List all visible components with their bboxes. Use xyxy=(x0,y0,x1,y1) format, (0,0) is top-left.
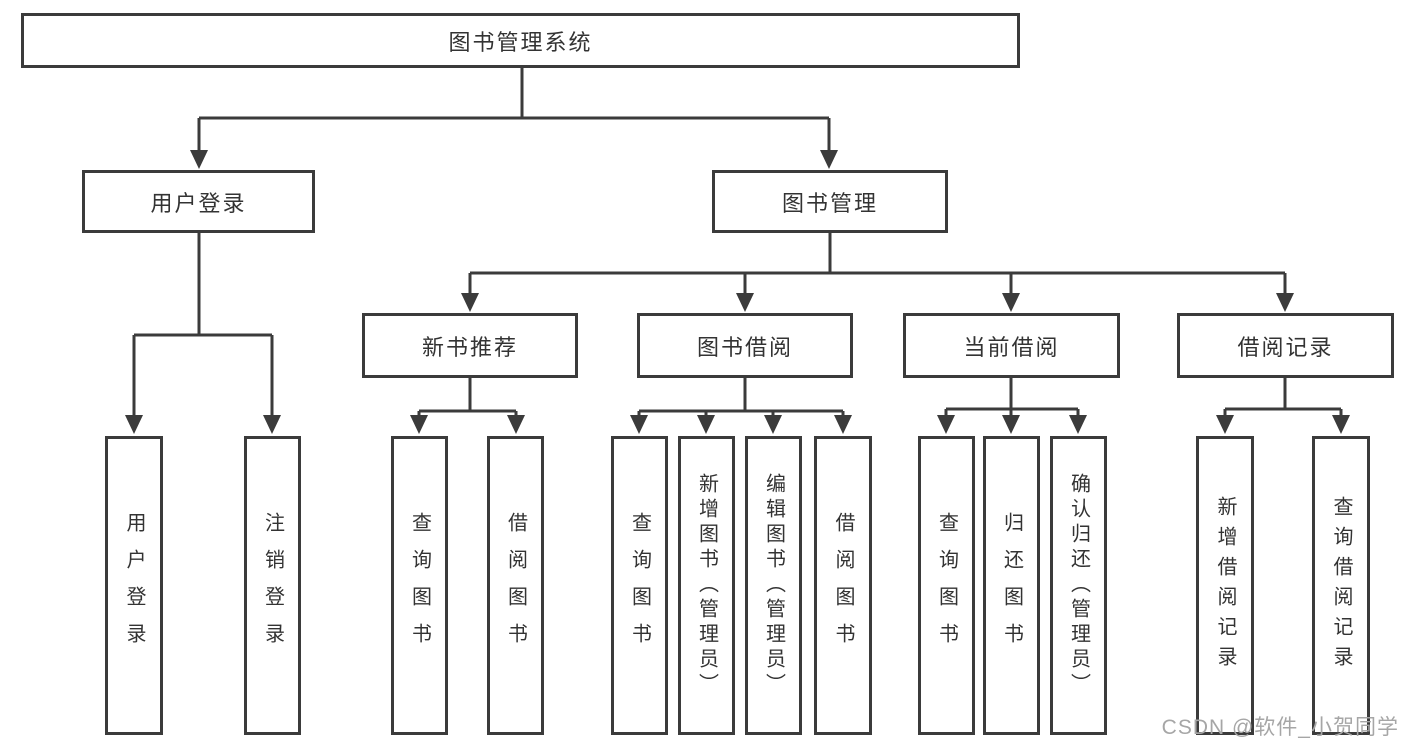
node-label: 编辑图书（管理员） xyxy=(762,473,785,698)
node-label: 用户登录 xyxy=(150,190,247,216)
node-leaf-logout: 注销登录 xyxy=(244,436,301,735)
node-label: 图书管理系统 xyxy=(448,29,593,55)
node-leaf-borrow-books: 借阅图书 xyxy=(814,436,872,735)
node-label: 新增图书（管理员） xyxy=(695,473,718,698)
node-label: 当前借阅 xyxy=(963,334,1060,360)
node-leaf-query-books-recommend: 查询图书 xyxy=(391,436,448,735)
node-l1-book-management: 图书管理 xyxy=(712,170,948,233)
node-leaf-borrow-books-recommend: 借阅图书 xyxy=(487,436,544,735)
node-label: 查询借阅记录 xyxy=(1330,495,1352,676)
node-leaf-user-login: 用户登录 xyxy=(105,436,163,735)
node-leaf-edit-book-admin: 编辑图书（管理员） xyxy=(745,436,802,735)
node-label: 图书借阅 xyxy=(696,334,793,360)
node-label: 借阅图书 xyxy=(832,511,854,660)
node-l1-user-login: 用户登录 xyxy=(82,170,315,233)
node-l2-current-borrow: 当前借阅 xyxy=(903,313,1120,378)
node-label: 新增借阅记录 xyxy=(1214,495,1236,676)
node-l2-borrow-records: 借阅记录 xyxy=(1177,313,1394,378)
node-leaf-query-books-current: 查询图书 xyxy=(918,436,975,735)
node-label: 查询图书 xyxy=(935,511,958,660)
node-label: 借阅图书 xyxy=(504,511,527,660)
node-label: 借阅记录 xyxy=(1237,334,1334,360)
node-label: 归还图书 xyxy=(1000,511,1023,660)
node-leaf-return-book: 归还图书 xyxy=(983,436,1040,735)
node-l2-book-borrow: 图书借阅 xyxy=(637,313,853,378)
node-leaf-query-borrow-record: 查询借阅记录 xyxy=(1312,436,1370,735)
node-label: 确认归还（管理员） xyxy=(1067,473,1090,698)
node-leaf-add-borrow-record: 新增借阅记录 xyxy=(1196,436,1254,735)
node-leaf-query-books-borrow: 查询图书 xyxy=(611,436,668,735)
node-label: 查询图书 xyxy=(408,511,431,660)
node-label: 图书管理 xyxy=(781,190,878,216)
node-label: 用户登录 xyxy=(123,511,145,660)
node-label: 查询图书 xyxy=(628,511,651,660)
node-leaf-add-book-admin: 新增图书（管理员） xyxy=(678,436,735,735)
node-l2-new-book-recommend: 新书推荐 xyxy=(362,313,578,378)
node-leaf-confirm-return-admin: 确认归还（管理员） xyxy=(1050,436,1107,735)
node-label: 注销登录 xyxy=(261,511,284,660)
watermark: CSDN @软件_小贺同学 xyxy=(1161,716,1399,739)
node-root: 图书管理系统 xyxy=(21,13,1020,68)
node-label: 新书推荐 xyxy=(421,334,518,360)
